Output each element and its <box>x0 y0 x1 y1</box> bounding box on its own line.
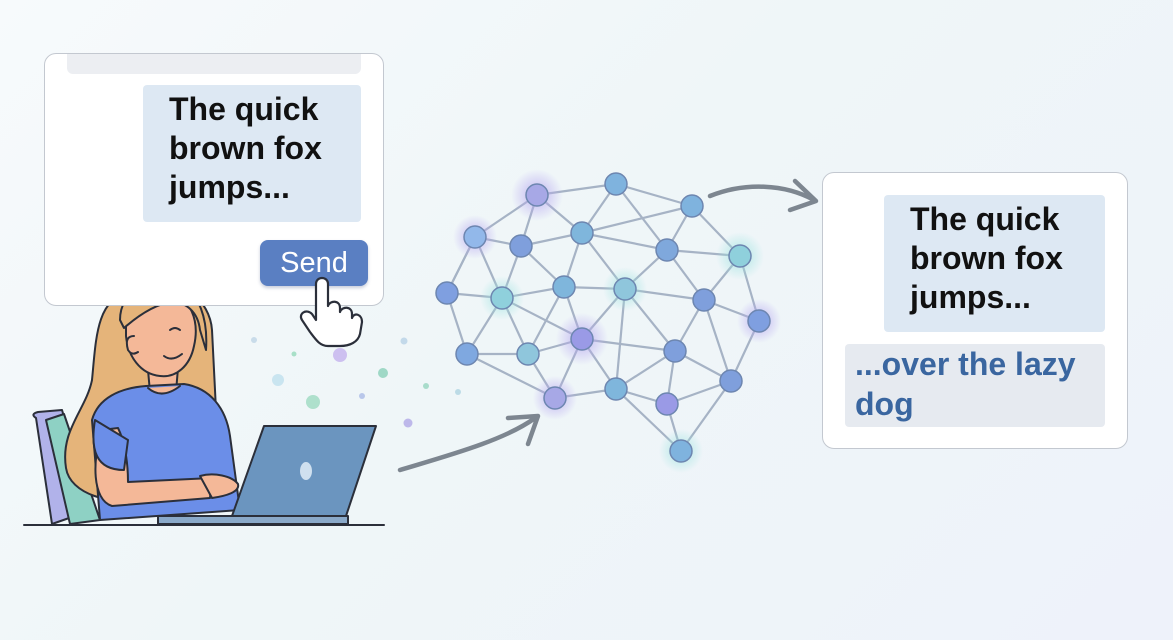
previous-message-strip <box>67 54 361 74</box>
apple-logo-icon <box>300 462 312 480</box>
prompt-text: The quick brown fox jumps... <box>884 195 1105 332</box>
output-panel: The quick brown fox jumps... ...over the… <box>822 172 1128 449</box>
flow-arrow-icon <box>397 415 538 473</box>
data-particles <box>251 337 461 428</box>
input-panel: The quick brown fox jumps... Send <box>44 53 384 306</box>
prompt-text: The quick brown fox jumps... <box>143 85 361 222</box>
arrowhead <box>787 178 819 213</box>
send-button[interactable]: Send <box>260 240 368 286</box>
flow-arrow-icon <box>707 184 817 203</box>
completion-text: ...over the lazy dog <box>845 344 1105 427</box>
arrowhead <box>505 413 541 447</box>
person-at-laptop <box>23 280 385 526</box>
neural-network <box>435 169 781 473</box>
